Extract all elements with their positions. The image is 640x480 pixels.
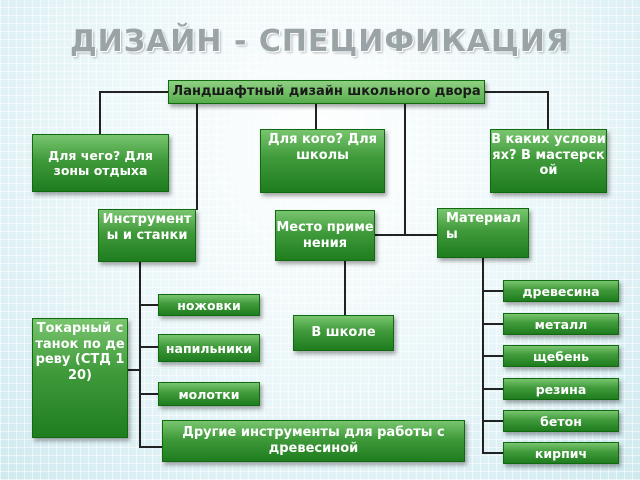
node-materials: Материалы <box>437 208 529 258</box>
material-item-label: щебень <box>532 348 590 364</box>
material-item: бетон <box>503 410 619 432</box>
node-for-whom-label: Для кого? Для школы <box>268 132 377 163</box>
material-item-label: резина <box>535 381 587 397</box>
material-item-label: металл <box>534 316 588 332</box>
item-in-school-label: В школе <box>311 325 376 341</box>
node-tools: Инструменты и станки <box>98 209 196 262</box>
material-item: резина <box>503 378 619 400</box>
material-item: металл <box>503 313 619 335</box>
root-node: Ландшафтный дизайн школьного двора <box>168 80 485 104</box>
material-item-label: бетон <box>540 413 582 429</box>
material-item: кирпич <box>503 442 619 464</box>
node-tools-label: Инструменты и станки <box>102 212 192 243</box>
node-conditions-label: В каких условиях? В мастерской <box>491 132 606 179</box>
page-title: ДИЗАЙН - СПЕЦИФИКАЦИЯ <box>69 24 571 59</box>
node-conditions: В каких условиях? В мастерской <box>490 129 607 193</box>
item-hammers-label: молотки <box>178 386 240 402</box>
item-hammers: молотки <box>158 382 260 406</box>
root-node-label: Ландшафтный дизайн школьного двора <box>172 84 481 99</box>
item-other-tools-label: Другие инструменты для работы с древесин… <box>182 425 445 456</box>
item-hacksaws: ножовки <box>158 294 260 316</box>
node-materials-label: Материалы <box>446 211 521 242</box>
item-hacksaws-label: ножовки <box>177 297 241 313</box>
item-other-tools: Другие инструменты для работы с древесин… <box>162 420 465 462</box>
item-files-label: напильники <box>165 340 253 356</box>
node-what-for-label: Для чего? Для зоны отдыха <box>48 148 153 178</box>
node-place-label: Место применения <box>276 219 374 251</box>
node-for-whom: Для кого? Для школы <box>260 129 385 193</box>
item-files: напильники <box>158 334 260 362</box>
item-lathe: Токарный станок по дереву (СТД 120) <box>32 318 128 438</box>
node-what-for: Для чего? Для зоны отдыха <box>32 134 169 192</box>
item-lathe-label: Токарный станок по дереву (СТД 120) <box>35 321 125 383</box>
item-in-school: В школе <box>293 315 394 351</box>
material-item: щебень <box>503 345 619 367</box>
material-item-label: кирпич <box>534 445 588 461</box>
material-item-label: древесина <box>522 283 600 299</box>
node-place: Место применения <box>275 210 375 261</box>
material-item: древесина <box>503 280 619 302</box>
